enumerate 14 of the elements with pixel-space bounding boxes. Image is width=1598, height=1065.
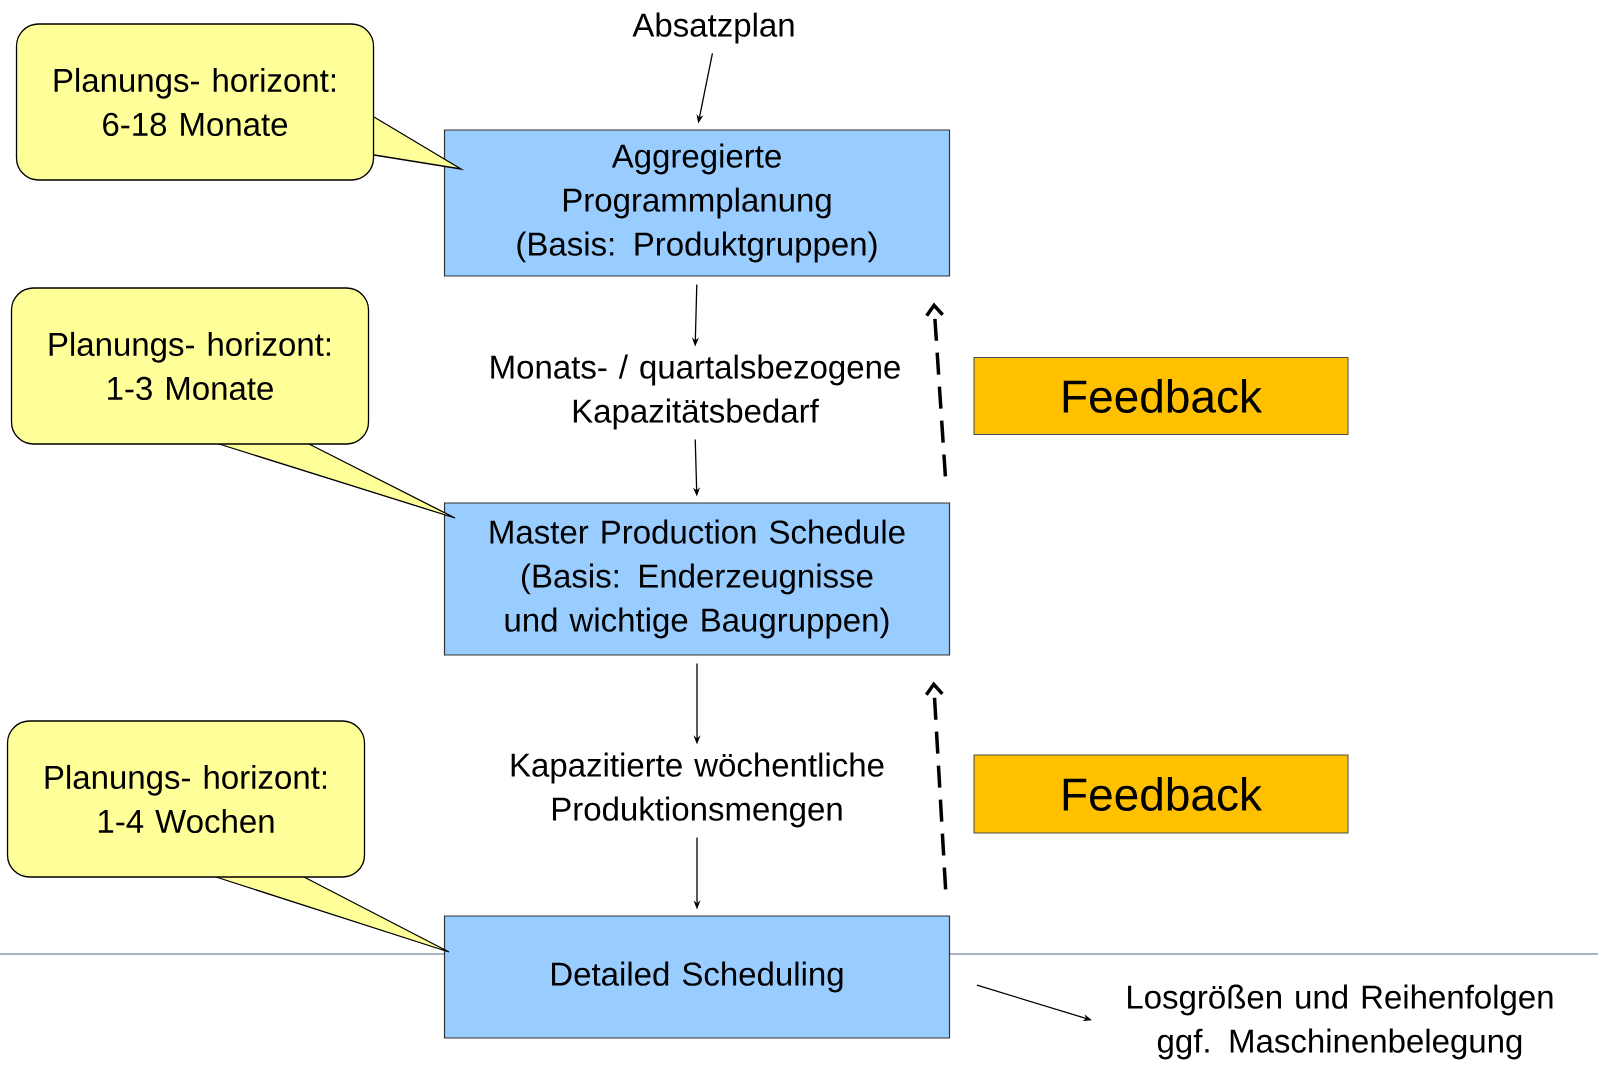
flow-text: Absatzplan (632, 12, 794, 44)
process-box: Detailed Scheduling (443, 915, 951, 1039)
flow-text: Monats- / quartalsbezogene Kapazitätsbedarf (491, 354, 900, 430)
feedback-box: Feedback (973, 754, 1349, 834)
speech-bubble: Planungs- horizont: 1-3 Monate (10, 287, 456, 519)
feedback-box: Feedback (973, 357, 1349, 435)
flow-text: Kapazitierte wöchentliche Produktionsmengen (511, 752, 884, 828)
process-box: Master Production Schedule (Basis: Enderzeugnisse und wichtige Baugruppen) (443, 502, 951, 656)
flow-text: Losgrößen und Reihenfolgen ggf. Maschinenbelegung (1128, 984, 1553, 1060)
process-box: Aggregierte Programmplanung (Basis: Produktgruppen) (443, 129, 951, 277)
speech-bubble: Planungs- horizont: 1-4 Wochen (6, 720, 450, 953)
arrow (924, 681, 948, 890)
speech-bubble: Planungs- horizont: 6-18 Monate (15, 23, 465, 181)
arrow (925, 302, 948, 477)
